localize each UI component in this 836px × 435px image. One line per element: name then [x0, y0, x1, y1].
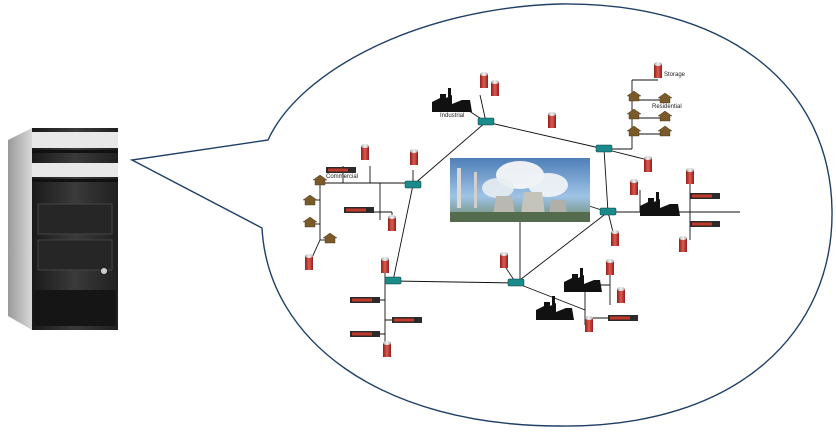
- factory-icon: [640, 192, 680, 216]
- database-icon: [361, 144, 369, 160]
- tower-computer-icon: [8, 128, 118, 330]
- rack-server-icon: [350, 331, 380, 337]
- database-icon: [654, 62, 662, 78]
- rack-server-icon: [392, 317, 422, 323]
- power-plant-image: [450, 158, 590, 222]
- rack-server-icon: [690, 221, 720, 227]
- house-icon: [657, 92, 673, 104]
- house-icon: [322, 232, 338, 244]
- database-icon: [644, 156, 652, 172]
- database-icon: [388, 215, 396, 231]
- house-icon: [626, 108, 642, 120]
- database-icon: [383, 341, 391, 357]
- database-icon: [480, 72, 488, 88]
- router-icon: [384, 276, 402, 285]
- house-icon: [302, 216, 318, 228]
- databases: [305, 62, 694, 357]
- database-icon: [611, 230, 619, 246]
- router-icon: [477, 117, 495, 126]
- database-icon: [491, 80, 499, 96]
- factory-icon: [564, 268, 602, 292]
- database-icon: [630, 179, 638, 195]
- house-icon: [302, 194, 318, 206]
- factories: [432, 88, 680, 320]
- storage-label: Storage: [664, 72, 686, 78]
- database-icon: [686, 168, 694, 184]
- database-icon: [548, 112, 556, 128]
- router-icon: [599, 207, 617, 216]
- database-icon: [305, 254, 313, 270]
- router-icon: [595, 144, 613, 153]
- database-icon: [381, 257, 389, 273]
- database-icon: [617, 287, 625, 303]
- database-icon: [679, 236, 687, 252]
- routers: [384, 117, 617, 287]
- rack-server-icon: [690, 193, 720, 199]
- factory-icon: [536, 296, 574, 320]
- house-icon: [626, 90, 642, 102]
- houses: [302, 90, 673, 244]
- database-icon: [410, 149, 418, 165]
- rack-server-icon: [350, 297, 380, 303]
- factory-icon: [432, 88, 472, 112]
- database-icon: [585, 316, 593, 332]
- rack-server-icon: [326, 167, 356, 173]
- house-icon: [626, 125, 642, 137]
- commercial-label: Commercial: [326, 174, 358, 180]
- rack-server-icon: [608, 315, 638, 321]
- industrial-label: Industrial: [440, 113, 464, 119]
- rack-server-icon: [344, 207, 374, 213]
- house-icon: [312, 174, 328, 186]
- router-icon: [404, 180, 422, 189]
- database-icon: [500, 252, 508, 268]
- rack-servers: [326, 167, 720, 337]
- house-icon: [657, 125, 673, 137]
- database-icon: [606, 259, 614, 275]
- router-icon: [507, 278, 525, 287]
- house-icon: [657, 110, 673, 122]
- residential-label: Residential: [652, 104, 682, 110]
